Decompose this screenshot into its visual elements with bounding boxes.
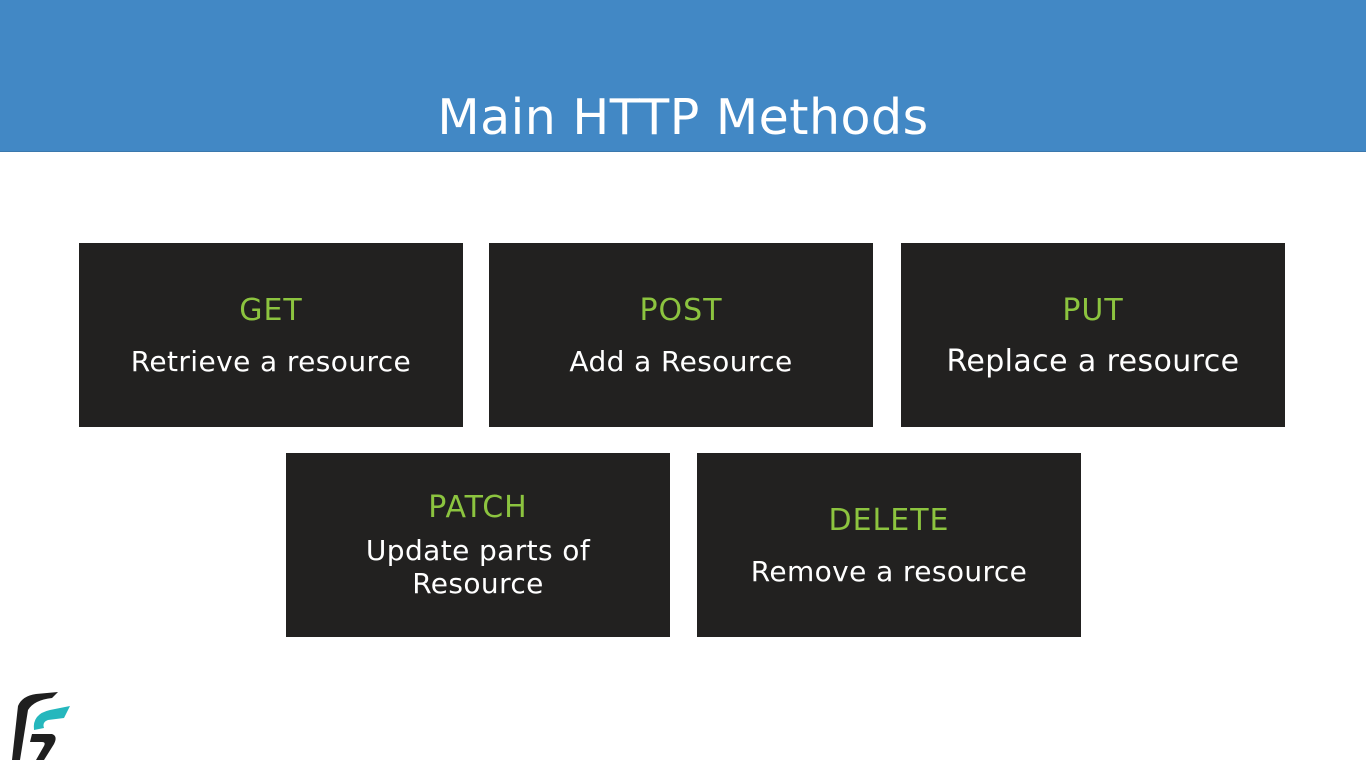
method-card-delete: DELETE Remove a resource <box>697 453 1081 637</box>
method-card-put: PUT Replace a resource <box>901 243 1285 427</box>
method-card-post: POST Add a Resource <box>489 243 873 427</box>
method-name: POST <box>639 292 723 328</box>
method-description: Add a Resource <box>569 344 793 378</box>
method-description: Remove a resource <box>750 554 1028 588</box>
method-card-patch: PATCH Update parts of Resource <box>286 453 670 637</box>
method-name: PUT <box>1062 292 1124 328</box>
method-card-get: GET Retrieve a resource <box>79 243 463 427</box>
slide-title: Main HTTP Methods <box>437 89 929 146</box>
method-description: Retrieve a resource <box>130 344 412 378</box>
stylized-s-logo-icon <box>10 690 72 762</box>
method-description: Replace a resource <box>946 343 1240 379</box>
method-name: PATCH <box>428 490 528 525</box>
slide-header: Main HTTP Methods <box>0 0 1366 152</box>
method-name: GET <box>239 292 303 328</box>
method-name: DELETE <box>828 502 950 538</box>
method-description: Update parts of Resource <box>365 534 591 600</box>
